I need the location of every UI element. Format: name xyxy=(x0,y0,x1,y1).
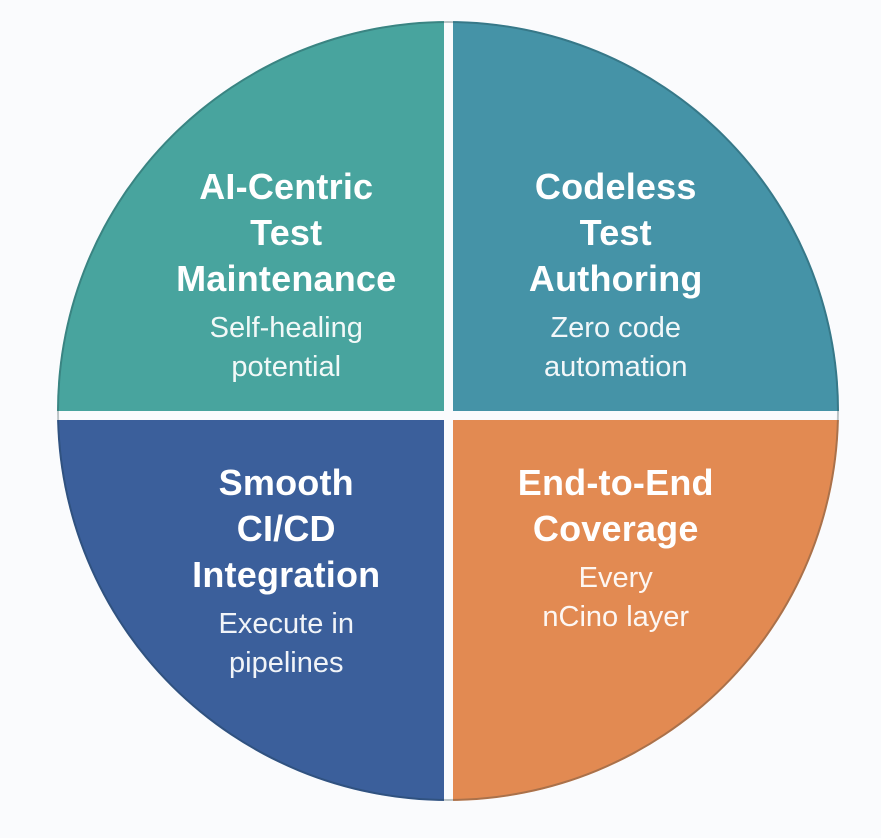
title-line: Integration xyxy=(192,554,381,595)
quadrant-text-block: Smooth CI/CD Integration Execute in pipe… xyxy=(93,460,480,683)
quadrant-title: End-to-End Coverage xyxy=(423,460,810,552)
quadrant-ai-centric-test-maintenance: AI-Centric Test Maintenance Self-healing… xyxy=(57,21,444,411)
subtitle-line: Self-healing xyxy=(209,312,363,344)
quadrant-text-block: End-to-End Coverage Every nCino layer xyxy=(423,460,810,637)
quadrant-smooth-cicd-integration: Smooth CI/CD Integration Execute in pipe… xyxy=(57,420,444,801)
quadrant-subtitle: Self-healing potential xyxy=(93,309,480,387)
quadrant-title: Smooth CI/CD Integration xyxy=(93,460,480,598)
title-line: Test xyxy=(250,212,323,253)
title-line: Smooth xyxy=(218,462,354,503)
title-line: CI/CD xyxy=(236,508,336,549)
subtitle-line: Zero code xyxy=(550,312,682,344)
quadrant-title: AI-Centric Test Maintenance xyxy=(93,164,480,302)
subtitle-line: automation xyxy=(544,351,688,383)
title-line: AI-Centric xyxy=(199,166,374,207)
quadrant-title: Codeless Test Authoring xyxy=(423,164,810,302)
diagram-circle: AI-Centric Test Maintenance Self-healing… xyxy=(57,21,839,801)
title-line: Coverage xyxy=(532,508,699,549)
quadrant-text-block: Codeless Test Authoring Zero code automa… xyxy=(423,164,810,387)
quadrant-codeless-test-authoring: Codeless Test Authoring Zero code automa… xyxy=(452,21,839,411)
subtitle-line: Every xyxy=(578,562,653,594)
title-line: Codeless xyxy=(534,166,697,207)
title-line: Authoring xyxy=(528,258,703,299)
title-line: Test xyxy=(579,212,652,253)
quadrant-subtitle: Execute in pipelines xyxy=(93,605,480,683)
subtitle-line: nCino layer xyxy=(542,601,690,633)
quadrant-text-block: AI-Centric Test Maintenance Self-healing… xyxy=(93,164,480,387)
quadrant-end-to-end-coverage: End-to-End Coverage Every nCino layer xyxy=(452,420,839,801)
quadrant-subtitle: Every nCino layer xyxy=(423,559,810,637)
subtitle-line: pipelines xyxy=(229,647,344,679)
title-line: End-to-End xyxy=(517,462,714,503)
title-line: Maintenance xyxy=(176,258,397,299)
subtitle-line: Execute in xyxy=(218,608,354,640)
subtitle-line: potential xyxy=(231,351,342,383)
quadrant-subtitle: Zero code automation xyxy=(423,309,810,387)
